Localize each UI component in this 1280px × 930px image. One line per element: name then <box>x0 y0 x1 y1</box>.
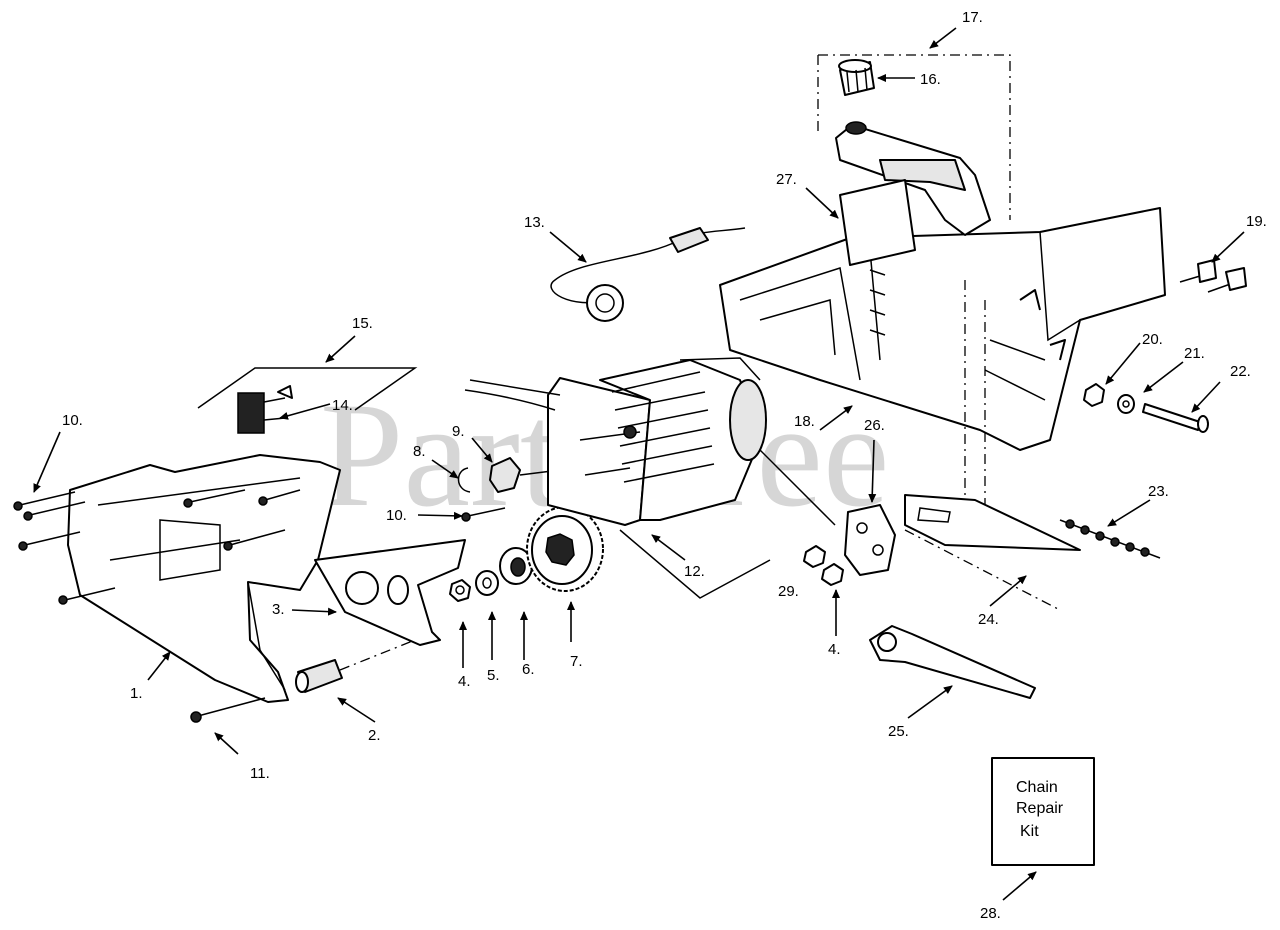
callout-14: 14. <box>332 397 353 414</box>
washer-part-21 <box>1117 394 1135 414</box>
knob-part-16 <box>838 59 875 135</box>
callout-18: 18. <box>794 413 815 430</box>
nut-part-4 <box>449 579 471 602</box>
clip-part-8 <box>457 467 471 493</box>
callout-22: 22. <box>1230 363 1251 380</box>
chain-adjuster-part-26 <box>844 504 896 576</box>
nuts-part-4-right <box>803 545 844 586</box>
wrench-part-25 <box>869 625 1036 699</box>
chain-part-23 <box>1059 519 1161 559</box>
callout-26: 26. <box>864 417 885 434</box>
sprocket-cover-part-1 <box>67 454 341 703</box>
callout-19: 19. <box>1246 213 1267 230</box>
callout-24: 24. <box>978 611 999 628</box>
kit-line-3: Kit <box>1020 823 1039 840</box>
bolts-part-19 <box>1179 259 1247 293</box>
callout-10-left: 10. <box>62 412 83 429</box>
callout-10-middle: 10. <box>386 507 407 524</box>
callout-6: 6. <box>522 661 535 678</box>
washer-part-5 <box>475 570 499 596</box>
callout-labels: 10. 1. 2. 3. 4. 5. 6. 7. 8. 9. 10. 11. 1… <box>62 9 1267 922</box>
callout-23: 23. <box>1148 483 1169 500</box>
decal-part-27 <box>839 179 916 266</box>
callout-11: 11. <box>250 765 270 782</box>
callout-28: 28. <box>980 905 1001 922</box>
chain-repair-kit-box: Chain Repair Kit <box>991 757 1095 866</box>
callout-3: 3. <box>272 601 285 618</box>
plate-part-3 <box>314 539 466 646</box>
group-line-part-29 <box>619 449 836 599</box>
callout-16: 16. <box>920 71 941 88</box>
kit-line-2: Repair <box>1016 800 1064 817</box>
callout-25: 25. <box>888 723 909 740</box>
spacer-part-2 <box>295 635 426 693</box>
screw-part-11 <box>190 697 266 723</box>
callout-9: 9. <box>452 423 465 440</box>
callout-4-right: 4. <box>828 641 841 658</box>
callout-21: 21. <box>1184 345 1205 362</box>
callout-17: 17. <box>962 9 983 26</box>
leader-arrows <box>33 27 1245 901</box>
guide-bar-part-24 <box>904 494 1081 611</box>
kit-line-1: Chain <box>1016 779 1058 796</box>
power-cord-part-13 <box>550 227 746 322</box>
callout-29: 29. <box>778 583 799 600</box>
callout-2: 2. <box>368 727 381 744</box>
motor-part-12 <box>464 357 767 526</box>
alignment-lines <box>964 280 986 505</box>
callout-1: 1. <box>130 685 143 702</box>
gear-part-7 <box>526 506 604 592</box>
callout-27: 27. <box>776 171 797 188</box>
callout-5: 5. <box>487 667 500 684</box>
callout-7: 7. <box>570 653 583 670</box>
bracket-outline-part-15 <box>197 367 418 411</box>
housing-part-18 <box>719 207 1166 451</box>
washer-part-6 <box>499 547 533 585</box>
callout-4-left: 4. <box>458 673 471 690</box>
screw-set-part-10 <box>13 489 301 605</box>
nut-part-20 <box>1083 383 1105 407</box>
callout-20: 20. <box>1142 331 1163 348</box>
bolt-part-22 <box>1142 403 1209 433</box>
handle-assembly-part-17 <box>817 54 1011 236</box>
callout-15: 15. <box>352 315 373 332</box>
callout-13: 13. <box>524 214 545 231</box>
callout-12: 12. <box>684 563 705 580</box>
callout-8: 8. <box>413 443 426 460</box>
switch-part-14 <box>237 385 293 434</box>
